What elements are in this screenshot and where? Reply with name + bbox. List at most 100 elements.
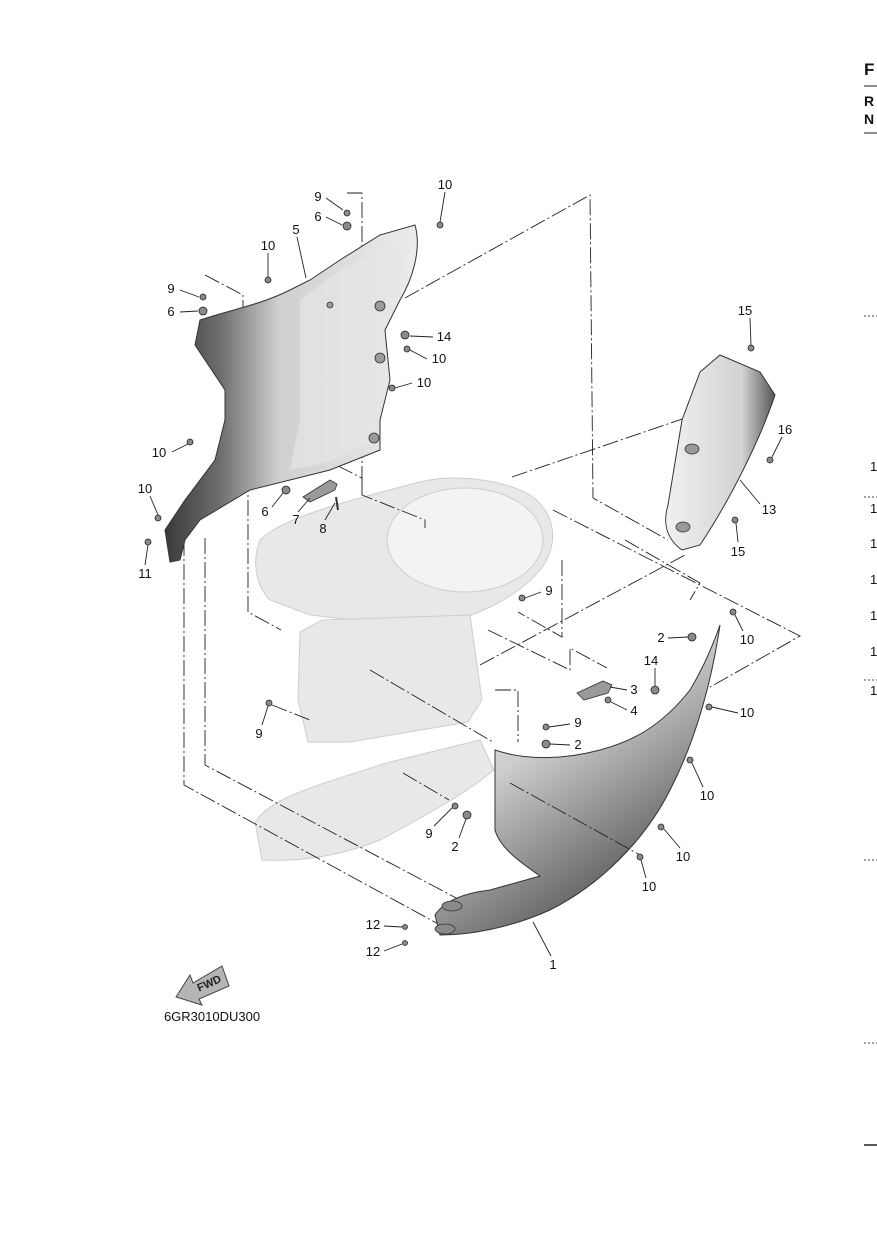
fastener-icon (766, 456, 774, 464)
callout-label: 10 (261, 238, 275, 253)
washer-icon (281, 485, 291, 495)
leader-line (409, 349, 428, 360)
callout-label: 13 (762, 502, 776, 517)
part-5-panel (164, 224, 418, 563)
fastener-icon (388, 384, 396, 392)
leader-line (171, 443, 189, 453)
callout-label: 2 (574, 737, 581, 752)
leader-line (691, 762, 704, 788)
assembly-line (517, 560, 563, 638)
slot-icon (441, 900, 463, 912)
fwd-arrow-icon: FWD (175, 965, 230, 1006)
assembly-line (271, 704, 311, 721)
callout-label: 16 (778, 422, 792, 437)
grommet-icon (374, 300, 386, 312)
grommet-icon (326, 301, 334, 309)
leader-line (297, 497, 311, 513)
fastener-icon (265, 699, 273, 707)
leader-line (383, 925, 403, 928)
fastener-icon (731, 516, 739, 524)
leader-line (433, 807, 453, 827)
fastener-icon (186, 438, 194, 446)
callout-label: 12 (366, 917, 380, 932)
part-1-cover (434, 624, 721, 936)
nut-icon (650, 685, 660, 695)
assembly-line (495, 689, 519, 742)
fastener-icon (686, 756, 694, 764)
part-13-panel (665, 354, 776, 551)
callout-label: 15 (738, 303, 752, 318)
edge-item-number: 1 (870, 644, 877, 659)
callout-label: 10 (740, 705, 754, 720)
callout-label: 10 (642, 879, 656, 894)
callout-label: 9 (545, 583, 552, 598)
leader-line (610, 701, 628, 711)
fastener-icon (144, 538, 152, 546)
washer-icon (462, 810, 472, 820)
leader-line (458, 818, 467, 839)
leader-line (324, 502, 336, 521)
leader-line (325, 197, 344, 211)
part-8-bolt-icon (335, 496, 339, 511)
leader-line (548, 723, 571, 728)
callout-label: 2 (451, 839, 458, 854)
fastener-icon (636, 853, 644, 861)
callout-label: 8 (319, 521, 326, 536)
leader-line (711, 706, 739, 714)
callout-label: 12 (366, 944, 380, 959)
fastener-icon (747, 344, 755, 352)
callout-label: 6 (261, 504, 268, 519)
leader-line (739, 479, 761, 505)
callout-label: 9 (314, 189, 321, 204)
mount-hole-icon (675, 521, 691, 533)
leader-line (325, 216, 343, 226)
leader-line (524, 591, 542, 599)
assembly-line (509, 782, 641, 856)
fastener-icon (199, 293, 207, 301)
frame-ghost (254, 477, 554, 861)
right-edge-fragment: F R N 1 1 1 1 1 1 1 (864, 60, 877, 1146)
washer-icon (342, 221, 352, 231)
frame-ghost-opening (386, 487, 544, 593)
leader-line (549, 743, 571, 746)
edge-line-r: R (864, 93, 874, 109)
callout-labels: 10 9 6 5 10 9 6 14 10 10 15 16 10 13 10 … (138, 177, 792, 972)
callout-label: 1 (549, 957, 556, 972)
fastener-icon (436, 221, 444, 229)
callout-label: 14 (644, 653, 658, 668)
callout-label: 9 (425, 826, 432, 841)
assembly-line (347, 192, 426, 528)
fastener-icon (402, 940, 408, 946)
leader-line (296, 236, 307, 279)
assembly-line (204, 538, 461, 901)
callout-label: 5 (292, 222, 299, 237)
assembly-line (404, 194, 669, 541)
fastener-icon (403, 345, 411, 353)
fastener-icon (154, 514, 162, 522)
callout-label: 2 (657, 630, 664, 645)
callout-label: 9 (255, 726, 262, 741)
leader-line (439, 191, 446, 223)
assembly-line (183, 540, 441, 926)
washer-icon (198, 306, 208, 316)
leader-line (144, 544, 149, 566)
callout-label: 6 (314, 209, 321, 224)
fastener-icon (518, 594, 526, 602)
callout-label: 9 (167, 281, 174, 296)
fastener-icon (705, 703, 713, 711)
leader-line (734, 614, 744, 632)
fastener-icon (729, 608, 737, 616)
callout-label: 10 (676, 849, 690, 864)
leader-line (609, 686, 628, 691)
fastener-icon (400, 330, 410, 340)
leader-lines (144, 191, 783, 957)
fastener-icon (542, 723, 550, 731)
leader-line (663, 828, 681, 849)
fastener-icon (657, 823, 665, 831)
edge-line-n: N (864, 111, 874, 127)
leader-line (409, 335, 434, 338)
frame-ghost-column (297, 614, 483, 743)
assembly-line (402, 772, 450, 801)
fastener-icon (402, 924, 408, 930)
